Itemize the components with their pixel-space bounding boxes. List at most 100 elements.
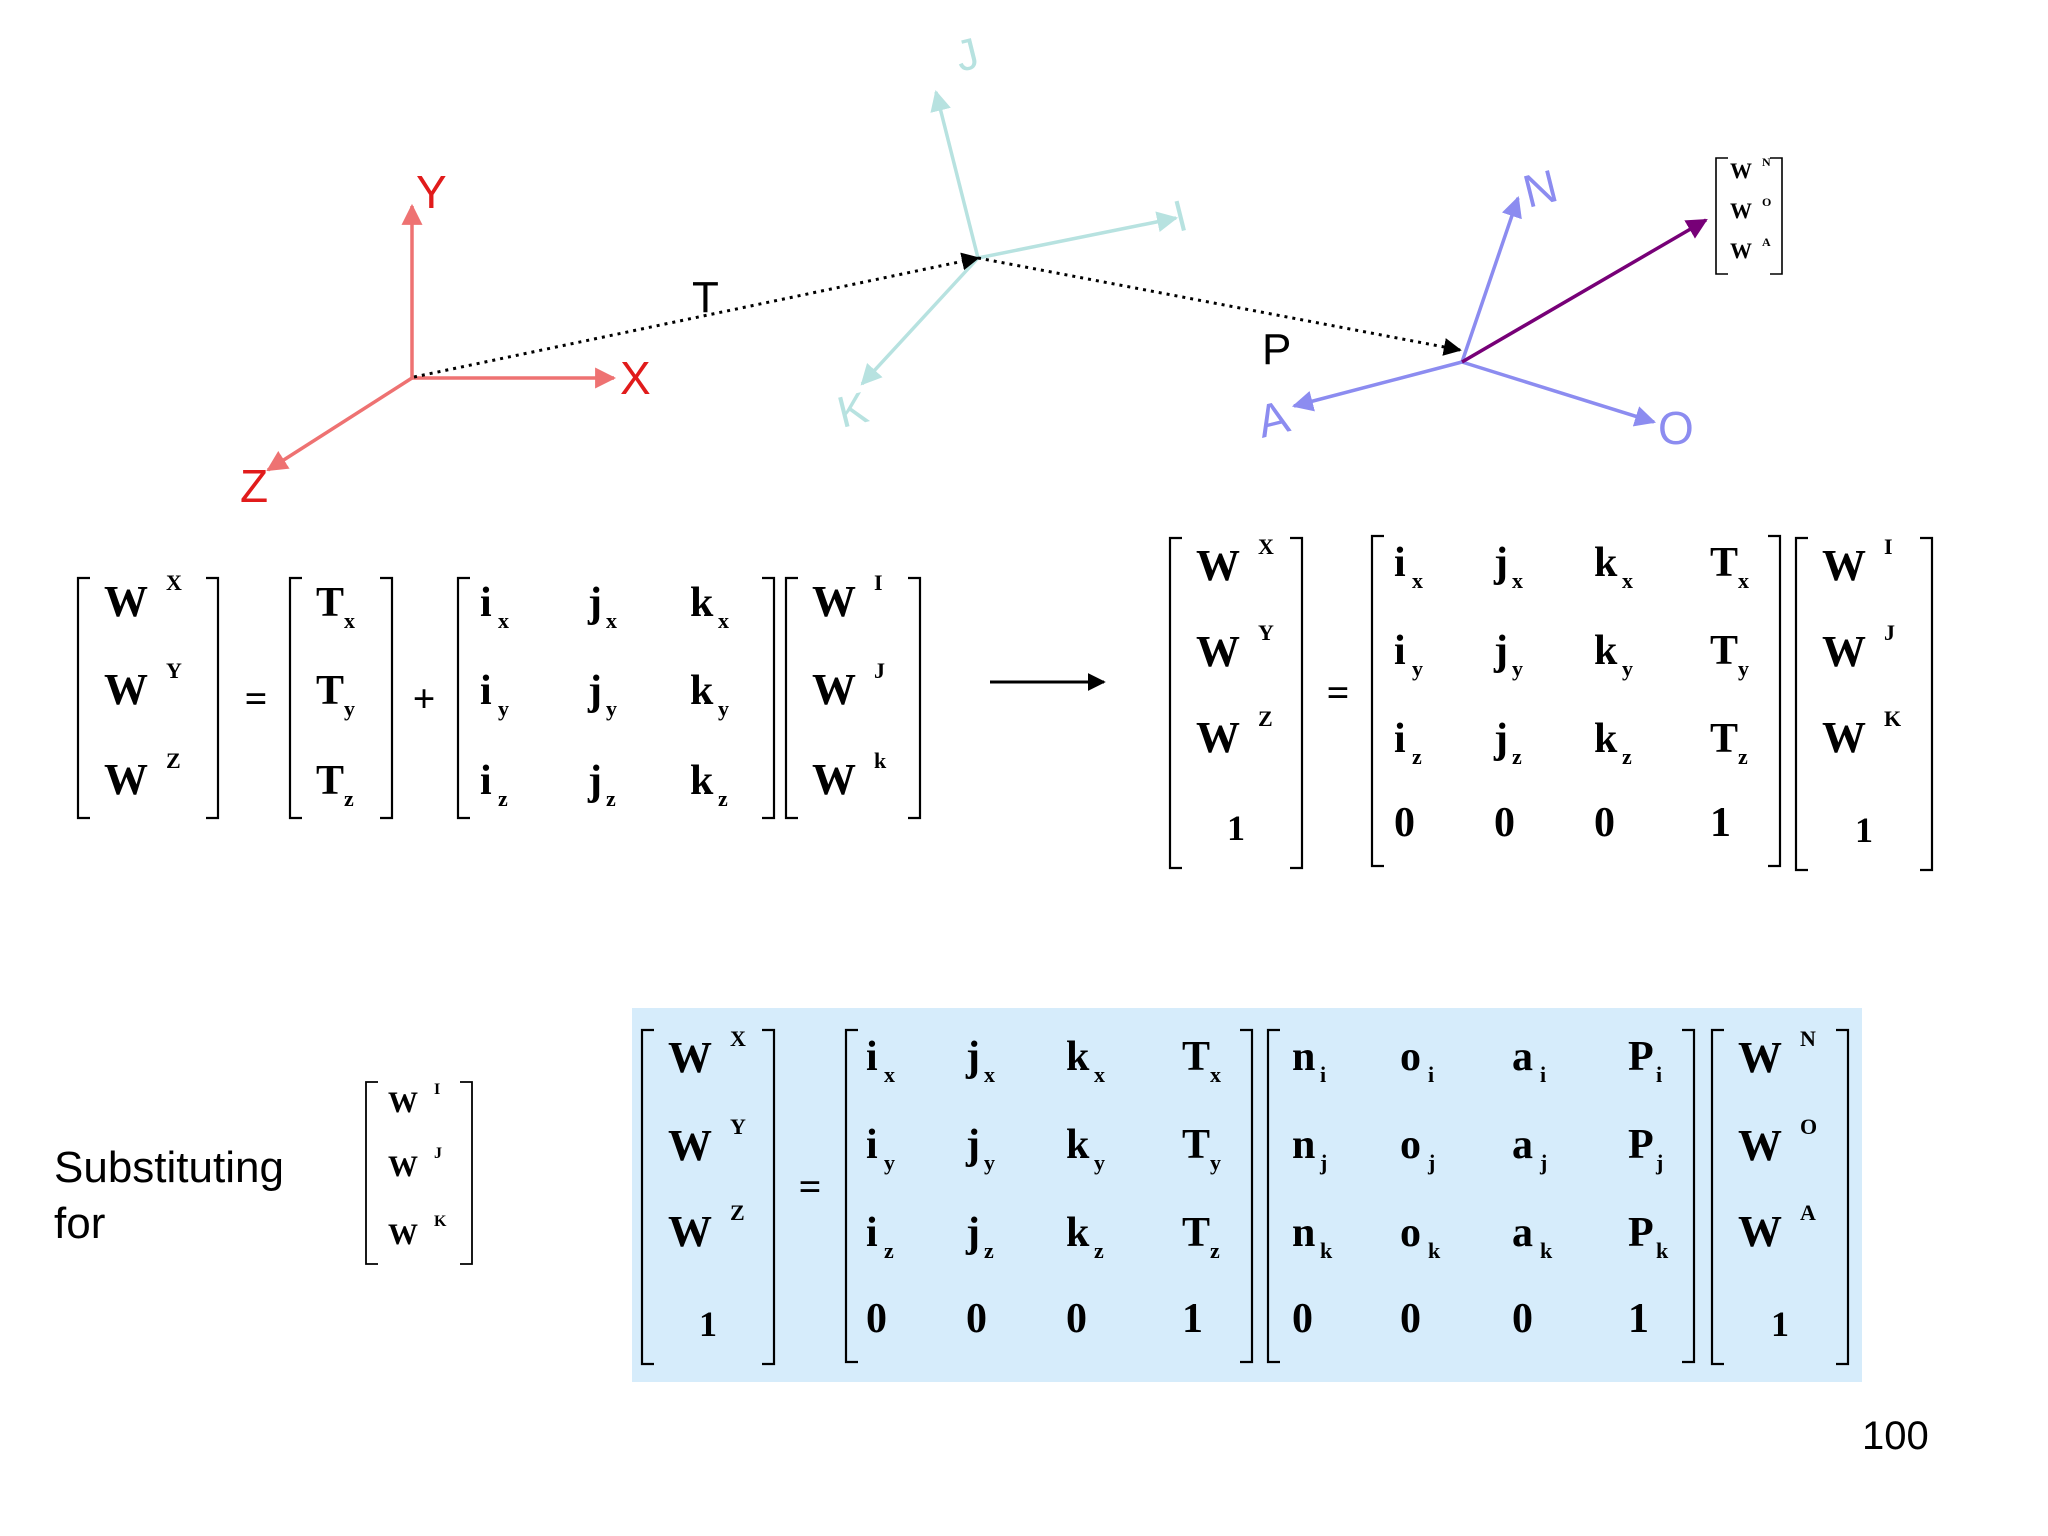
eq1-rotation-matrix-subscript: y bbox=[498, 696, 509, 721]
substituting-line2: for bbox=[54, 1199, 106, 1248]
eq3-rhs-vector-w: W bbox=[1738, 1033, 1782, 1082]
eq3-rhs-vector-left-bracket bbox=[1710, 1028, 1724, 1366]
eq3-transform-matrix-subscript: x bbox=[1094, 1062, 1105, 1087]
eq3-transform-matrix-subscript: y bbox=[1210, 1150, 1221, 1175]
eq3-tool-matrix-cell: n bbox=[1292, 1034, 1315, 1080]
eq1-lhs-vector-superscript: Z bbox=[166, 748, 181, 773]
eq2-transform-matrix-cell: k bbox=[1594, 540, 1618, 586]
eq2-transform-matrix-subscript: y bbox=[1512, 656, 1523, 681]
eq1-rhs-vector-w: W bbox=[812, 665, 856, 714]
eq3-lhs-vector-left-bracket bbox=[640, 1028, 654, 1366]
eq1-plus: + bbox=[413, 676, 436, 721]
eq2-transform-matrix-cell: T bbox=[1710, 628, 1738, 674]
eq2-transform-matrix-cell: j bbox=[1493, 540, 1508, 586]
eq3-tool-matrix-cell: a bbox=[1512, 1034, 1533, 1080]
eq1-lhs-vector-w: W bbox=[104, 577, 148, 626]
eq2-transform-matrix-cell: j bbox=[1493, 628, 1508, 674]
eq1-rotation-matrix-cell: k bbox=[690, 580, 714, 626]
eq2-transform-matrix-subscript: x bbox=[1512, 568, 1523, 593]
eq1-rhs-vector-right-bracket bbox=[908, 576, 922, 820]
eq3-rhs-vector-one: 1 bbox=[1771, 1304, 1789, 1344]
eq1-rhs-vector-superscript: J bbox=[874, 658, 885, 683]
t-vector bbox=[413, 252, 980, 379]
eq2-transform-matrix-cell: i bbox=[1394, 628, 1406, 674]
frame-k-label: K bbox=[833, 383, 873, 438]
eq3-transform-matrix-cell: k bbox=[1066, 1034, 1090, 1080]
eq3-transform-matrix-cell: j bbox=[965, 1122, 980, 1168]
eq2-rhs-vector-w: W bbox=[1822, 541, 1866, 590]
eq3-transform-matrix-cell: j bbox=[965, 1034, 980, 1080]
eq2-transform-matrix-right-bracket bbox=[1768, 534, 1782, 868]
eq3-tool-matrix-subscript: k bbox=[1540, 1238, 1553, 1263]
eq2-lhs-vector-left-bracket bbox=[1168, 536, 1182, 870]
eq3-transform-matrix-left-bracket bbox=[844, 1028, 858, 1364]
eq1-rotation-matrix-subscript: z bbox=[606, 786, 616, 811]
eq3-tool-matrix-subscript: j bbox=[1655, 1150, 1663, 1175]
subst-vector-superscript: I bbox=[434, 1081, 440, 1098]
eq2-transform-matrix-subscript: y bbox=[1622, 656, 1633, 681]
tool-a-label: A bbox=[1252, 390, 1295, 448]
eq3-equals: = bbox=[799, 1164, 822, 1209]
eq2-rhs-vector-one: 1 bbox=[1855, 810, 1873, 850]
eq3-lhs-vector-right-bracket bbox=[762, 1028, 776, 1366]
eq2-transform-matrix-subscript: z bbox=[1412, 744, 1422, 769]
eq3-transform-matrix-cell: i bbox=[866, 1034, 878, 1080]
eq3-rhs-vector-superscript: O bbox=[1800, 1114, 1817, 1139]
nao-vector-left-bracket bbox=[1715, 157, 1728, 275]
eq3-transform-matrix-subscript: z bbox=[1210, 1238, 1220, 1263]
eq2-transform-matrix-cell: 0 bbox=[1394, 800, 1415, 846]
eq3-transform-matrix-cell: i bbox=[866, 1210, 878, 1256]
substituting-line1: Substituting bbox=[54, 1143, 284, 1192]
eq2-lhs-vector-one: 1 bbox=[1227, 808, 1245, 848]
world-x-label: X bbox=[620, 352, 651, 404]
eq3-transform-matrix-right-bracket bbox=[1240, 1028, 1254, 1364]
eq3-rhs-vector-superscript: A bbox=[1800, 1200, 1816, 1225]
eq1-rhs-vector-superscript: k bbox=[874, 748, 887, 773]
eq1-lhs-vector-superscript: X bbox=[166, 570, 182, 595]
tool-o-label: O bbox=[1658, 402, 1694, 454]
eq3-tool-matrix-cell: P bbox=[1628, 1034, 1654, 1080]
frame-j-label: J bbox=[951, 29, 984, 82]
tool-a-axis bbox=[1291, 360, 1463, 412]
highlight-box bbox=[632, 1008, 1862, 1382]
eq3-transform-matrix-cell: i bbox=[866, 1122, 878, 1168]
eq3-lhs-vector-superscript: Z bbox=[730, 1200, 745, 1225]
eq3-tool-matrix-subscript: j bbox=[1427, 1150, 1435, 1175]
subst-vector-superscript: K bbox=[434, 1213, 447, 1230]
eq3-tool-matrix-cell: 0 bbox=[1292, 1296, 1313, 1342]
eq1-t-vector-cell: T bbox=[316, 580, 344, 626]
eq2-rhs-vector-w: W bbox=[1822, 627, 1866, 676]
world-z-label: Z bbox=[240, 460, 268, 512]
nao-vector-superscript: A bbox=[1762, 235, 1771, 249]
eq1-t-vector-subscript: z bbox=[344, 786, 354, 811]
eq3-tool-matrix-subscript: j bbox=[1319, 1150, 1327, 1175]
eq3-tool-matrix-right-bracket bbox=[1682, 1028, 1696, 1364]
eq3-tool-matrix-left-bracket bbox=[1266, 1028, 1280, 1364]
eq1-lhs-vector-superscript: Y bbox=[166, 658, 182, 683]
frame-i-label: I bbox=[1169, 191, 1193, 242]
eq2-equals: = bbox=[1327, 670, 1350, 715]
eq3-transform-matrix-cell: k bbox=[1066, 1210, 1090, 1256]
eq3-rhs-vector-right-bracket bbox=[1836, 1028, 1850, 1366]
eq1-rotation-matrix-subscript: z bbox=[718, 786, 728, 811]
eq3-lhs-vector-w: W bbox=[668, 1121, 712, 1170]
frame-i-axis bbox=[977, 211, 1179, 260]
eq3-tool-matrix-subscript: k bbox=[1320, 1238, 1333, 1263]
eq3-tool-matrix-cell: a bbox=[1512, 1122, 1533, 1168]
eq3-rhs-vector-w: W bbox=[1738, 1207, 1782, 1256]
eq3-lhs-vector-w: W bbox=[668, 1207, 712, 1256]
subst-vector-w: W bbox=[388, 1086, 418, 1119]
eq1-t-vector-subscript: y bbox=[344, 696, 355, 721]
eq1-rotation-matrix-cell: i bbox=[480, 668, 492, 714]
eq2-lhs-vector-superscript: X bbox=[1258, 534, 1274, 559]
eq1-rotation-matrix-subscript: y bbox=[606, 696, 617, 721]
eq1-t-vector-left-bracket bbox=[288, 576, 302, 820]
eq2-transform-matrix-cell: j bbox=[1493, 716, 1508, 762]
eq3-tool-matrix-cell: o bbox=[1400, 1034, 1421, 1080]
eq2-lhs-vector-superscript: Y bbox=[1258, 620, 1274, 645]
subst-vector-right-bracket bbox=[460, 1081, 473, 1265]
eq3-tool-matrix-cell: 1 bbox=[1628, 1296, 1649, 1342]
eq3-lhs-vector-w: W bbox=[668, 1033, 712, 1082]
eq2-rhs-vector-superscript: K bbox=[1884, 706, 1901, 731]
